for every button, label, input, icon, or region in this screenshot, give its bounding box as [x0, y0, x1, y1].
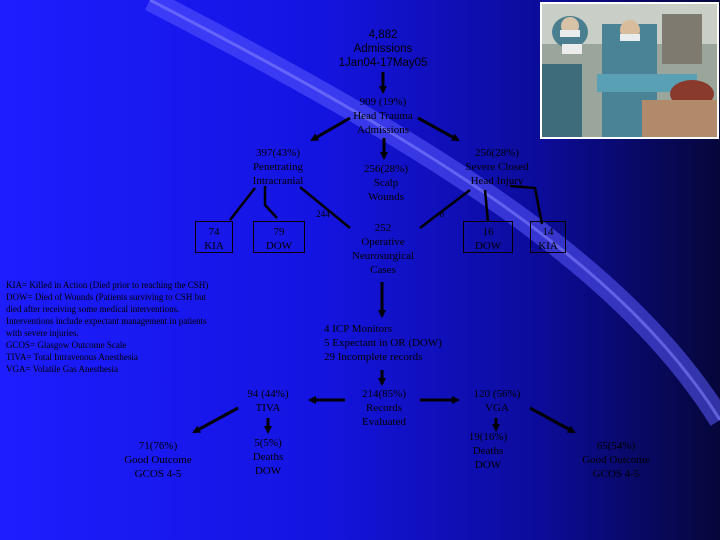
- node-admissions: 4,882 Admissions 1Jan04-17May05: [338, 29, 428, 69]
- node-vga-deaths: 19(16%) Deaths DOW: [468, 431, 508, 471]
- node-tiva-good-outcome: 71(76%) Good Outcome GCOS 4-5: [124, 440, 192, 480]
- node-count-244: 244: [316, 209, 330, 219]
- legend-definitions: KIA= Killed in Action (Died prior to rea…: [6, 280, 209, 374]
- arrow-tiva-to-good: [192, 406, 239, 434]
- arrow-vga-to-good: [529, 406, 576, 434]
- node-vga-good-outcome: 65(54%) Good Outcome GCOS 4-5: [582, 440, 650, 480]
- connector-closed-to-dow: [483, 189, 490, 223]
- surgery-photo: [540, 2, 719, 139]
- node-kia-14: 14 KIA: [538, 226, 558, 252]
- connector-penetrating-to-kia: [229, 187, 256, 221]
- node-dow-79: 79 DOW: [265, 226, 293, 252]
- box-kia-14: [530, 221, 566, 253]
- node-tiva: 94 (44%) TIVA: [247, 388, 289, 414]
- box-kia-74: [195, 221, 233, 253]
- connector-penetrating-to-operative: [299, 186, 351, 229]
- node-records-evaluated: 214(85%) Records Evaluated: [362, 388, 406, 428]
- node-vga: 120 (56%) VGA: [473, 388, 521, 414]
- node-penetrating: 397(43%) Penetrating Intracranial: [252, 147, 304, 187]
- box-dow-79: [253, 221, 305, 253]
- node-head-trauma: 909 (19%) Head Trauma Admissions: [353, 96, 413, 136]
- node-severe-closed: 256(28%) Severe Closed Head Injury: [465, 147, 529, 187]
- node-count-8: 8: [439, 209, 445, 219]
- connector-closed-to-operative: [419, 189, 471, 229]
- node-tiva-deaths: 5(5%) Deaths DOW: [252, 437, 284, 477]
- node-excluded: 4 ICP Monitors 5 Expectant in OR (DOW) 2…: [324, 323, 442, 363]
- connector-penetrating-to-dow: [263, 186, 278, 219]
- node-kia-74: 74 KIA: [204, 226, 224, 252]
- arrow-headtrauma-to-penetrating: [310, 116, 351, 142]
- node-operative: 252 Operative Neurosurgical Cases: [351, 222, 415, 276]
- node-dow-16: 16 DOW: [474, 226, 502, 252]
- box-dow-16: [463, 221, 513, 253]
- node-scalp-wounds: 256(28%) Scalp Wounds: [364, 163, 408, 203]
- arrow-headtrauma-to-closed: [417, 116, 460, 142]
- connector-closed-to-kia: [509, 184, 544, 225]
